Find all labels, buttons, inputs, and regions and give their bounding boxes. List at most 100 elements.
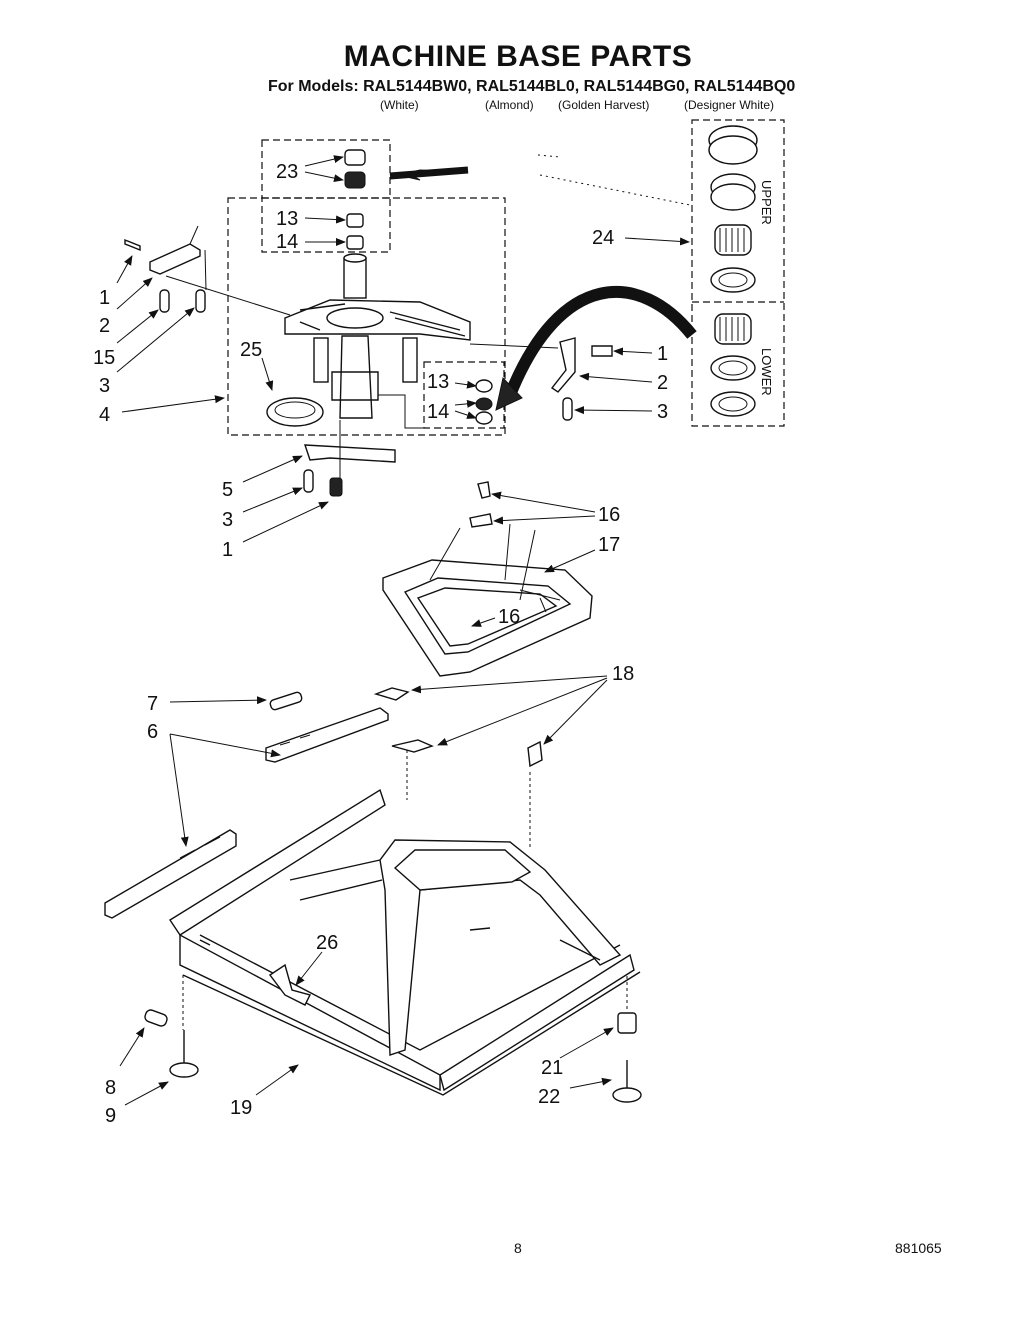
big-curved-arrowhead	[495, 376, 523, 411]
callout-1-lower: 1	[222, 539, 233, 561]
lower-bearing-14b	[475, 411, 493, 425]
gearcase-assembly	[284, 253, 471, 429]
callout-3-left: 3	[99, 375, 110, 397]
spring-26	[268, 963, 312, 1006]
callout-23: 23	[276, 161, 298, 183]
callout-3-right: 3	[657, 401, 668, 423]
bearing-kit-inset-box	[691, 119, 785, 427]
callout-18: 18	[612, 663, 634, 685]
seal-ring-25	[266, 397, 324, 427]
callout-7: 7	[147, 693, 158, 715]
bearing-13	[346, 213, 364, 228]
gearcase-leg-right	[402, 337, 418, 383]
callout-2-right: 2	[657, 372, 668, 394]
page-title: MACHINE BASE PARTS	[343, 40, 693, 73]
lower-bearings	[475, 379, 493, 425]
callout-17: 17	[598, 534, 620, 556]
inset-upper-label: UPPER	[759, 180, 774, 225]
gearcase-ribs	[299, 303, 466, 337]
color-golden-harvest: (Golden Harvest)	[558, 98, 650, 112]
motor-mount-frame-17	[382, 523, 593, 677]
spring-3b	[562, 397, 573, 421]
bearing-kit-rings	[708, 125, 758, 417]
callout-numbers: 23 13 14 24 1 2 15 3 4 25 13 14 1 2 3 5 …	[93, 161, 668, 1127]
strap-2a	[149, 243, 201, 275]
nut-21	[617, 1012, 637, 1034]
strap-2b	[550, 337, 576, 393]
gearcase-bracket	[331, 371, 379, 401]
callout-1-right: 1	[657, 343, 668, 365]
brace-6-upper	[265, 707, 389, 763]
page-number: 8	[514, 1240, 522, 1256]
bracket-18c	[527, 740, 543, 768]
callout-3-lower: 3	[222, 509, 233, 531]
big-curved-arrow	[504, 286, 697, 398]
callout-8: 8	[105, 1077, 116, 1099]
gearcase-linkage	[378, 394, 424, 429]
assembly-leaders	[182, 750, 628, 1030]
inset-lower-label: LOWER	[759, 348, 774, 396]
callout-14-upper: 14	[276, 231, 298, 253]
callout-15: 15	[93, 347, 115, 369]
strap-hook	[189, 225, 199, 245]
callout-4: 4	[99, 404, 110, 426]
callout-25: 25	[240, 339, 262, 361]
callout-arrows	[116, 155, 690, 1106]
strap-5	[304, 444, 396, 463]
brace-6-upper-slots	[279, 734, 311, 746]
agitator-shaft	[343, 257, 367, 299]
nut-1c	[329, 477, 343, 497]
leg-22-foot	[612, 1087, 642, 1103]
right-strap-leader	[469, 343, 559, 349]
color-designer-white: (Designer White)	[684, 98, 775, 112]
bracket-18a	[373, 687, 410, 701]
lower-bearing-14a	[475, 397, 493, 411]
spring-7	[269, 691, 303, 711]
document-code: 881065	[895, 1240, 942, 1256]
gearcase-hub	[326, 307, 384, 329]
bolt-1a	[124, 238, 141, 252]
inset-leader	[537, 154, 691, 206]
clip-16a	[477, 481, 491, 499]
brace-6-lower	[104, 829, 237, 919]
callout-5: 5	[222, 479, 233, 501]
lower-bearing-13	[475, 379, 493, 393]
callout-26: 26	[316, 932, 338, 954]
shaft-top	[343, 253, 367, 263]
callout-2-left: 2	[99, 315, 110, 337]
leg-8	[144, 1009, 168, 1027]
bracket-18b	[391, 739, 434, 753]
color-almond: (Almond)	[485, 98, 534, 112]
callout-16-upper: 16	[598, 504, 620, 526]
spring-3a	[195, 289, 206, 313]
callout-22: 22	[538, 1086, 560, 1108]
leg-9-foot	[169, 1062, 199, 1078]
left-strap-parts	[124, 225, 291, 316]
brace-6-lower-slots	[179, 836, 221, 859]
callout-24: 24	[592, 227, 614, 249]
callout-13-upper: 13	[276, 208, 298, 230]
callout-9: 9	[105, 1105, 116, 1127]
dashed-group-boxes	[227, 119, 785, 436]
color-white: (White)	[380, 98, 419, 112]
spring-leader	[204, 249, 207, 291]
spring-3c	[303, 469, 314, 493]
right-strap-parts	[469, 337, 613, 421]
gearcase-leg-left	[313, 337, 329, 383]
gearcase-pump-body	[339, 335, 373, 419]
bearing-23-bottom	[344, 171, 366, 189]
lower-strap-parts	[303, 420, 396, 497]
callout-1-left: 1	[99, 287, 110, 309]
big-arrow-top-shaft	[389, 166, 469, 180]
callout-13-lower: 13	[427, 371, 449, 393]
callout-19: 19	[230, 1097, 252, 1119]
bearing-stack	[344, 149, 366, 250]
leveling-legs	[144, 1009, 642, 1103]
lower-bearing-box	[423, 361, 505, 429]
base-frame-19	[169, 788, 641, 1096]
callout-14-lower: 14	[427, 401, 449, 423]
models-line: For Models: RAL5144BW0, RAL5144BL0, RAL5…	[268, 78, 796, 95]
callout-21: 21	[541, 1057, 563, 1079]
gearcase-group-box	[227, 197, 506, 436]
